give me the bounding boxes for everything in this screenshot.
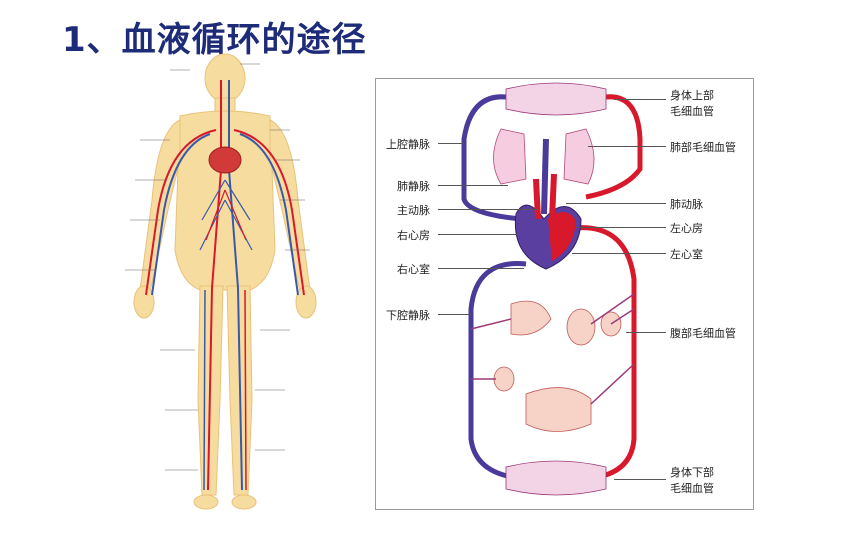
bottom-capillary-label-2: 毛细血管	[670, 482, 714, 495]
label-superior-vena-cava: 上腔静脉	[386, 138, 430, 151]
label-pulmonary-vein: 肺静脉	[397, 180, 430, 193]
label-lung-capillaries: 肺部毛细血管	[670, 141, 736, 154]
label-right-atrium: 右心房	[397, 229, 430, 242]
label-abdominal-capillaries: 腹部毛细血管	[670, 327, 736, 340]
label-left-ventricle: 左心室	[670, 248, 703, 261]
top-capillary-label-1: 身体上部	[670, 89, 714, 102]
label-pulmonary-artery: 肺动脉	[670, 198, 703, 211]
label-inferior-vena-cava: 下腔静脉	[386, 309, 430, 322]
label-aorta: 主动脉	[397, 204, 430, 217]
page-title: 1、血液循环的途径	[62, 20, 367, 60]
human-circulatory-system-image	[125, 53, 317, 510]
circulation-diagram-drawing	[461, 82, 643, 496]
bottom-capillary-label-1: 身体下部	[670, 466, 714, 479]
top-capillary-label-2: 毛细血管	[670, 105, 714, 118]
circulation-diagram: 身体上部 毛细血管 肺部毛细血管 肺动脉 左心房 左心室 腹部毛细血管 身体下部…	[375, 78, 754, 510]
label-left-atrium: 左心房	[670, 222, 703, 235]
label-right-ventricle: 右心室	[397, 263, 430, 276]
